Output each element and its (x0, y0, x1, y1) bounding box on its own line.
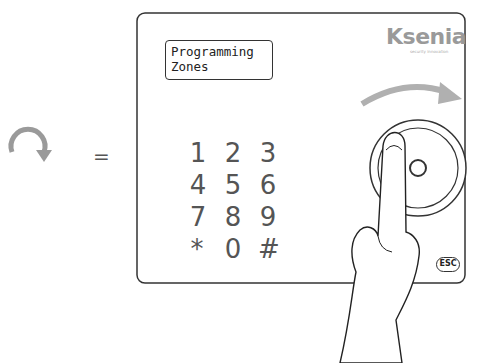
hand-outline (340, 133, 419, 363)
key-digit: 5 (223, 170, 243, 200)
rotation-arrow (11, 129, 45, 152)
key-digit: 9 (258, 202, 278, 232)
key-digit: 8 (223, 202, 243, 232)
key-digit: 7 (188, 202, 208, 232)
turn-arrowhead (438, 82, 462, 104)
finger-crease (378, 236, 392, 252)
key-symbol: # (258, 234, 278, 264)
key-symbol: * (187, 234, 207, 264)
rotation-arrowhead (36, 150, 52, 162)
lcd-display: Programming Zones (165, 40, 273, 80)
wheel-button (410, 160, 426, 176)
key-digit: 4 (188, 170, 208, 200)
fingernail (386, 146, 402, 151)
keypad-body (137, 13, 465, 283)
brand-logo: Ksenia (386, 24, 466, 49)
key-digit: 0 (223, 234, 243, 264)
brand-tagline: security innovation (410, 49, 448, 54)
scroll-wheel-outer (370, 120, 466, 216)
key-digit: 2 (223, 138, 243, 168)
esc-button: ESC (436, 257, 460, 272)
key-digit: 6 (258, 170, 278, 200)
esc-button-text: ESC (437, 258, 459, 270)
turn-arrow (362, 87, 446, 104)
lcd-display-text: Programming Zones (171, 44, 267, 74)
key-digit: 1 (188, 138, 208, 168)
key-digit: 3 (258, 138, 278, 168)
equals-sign: = (93, 144, 110, 168)
scroll-wheel-inner (378, 128, 458, 208)
